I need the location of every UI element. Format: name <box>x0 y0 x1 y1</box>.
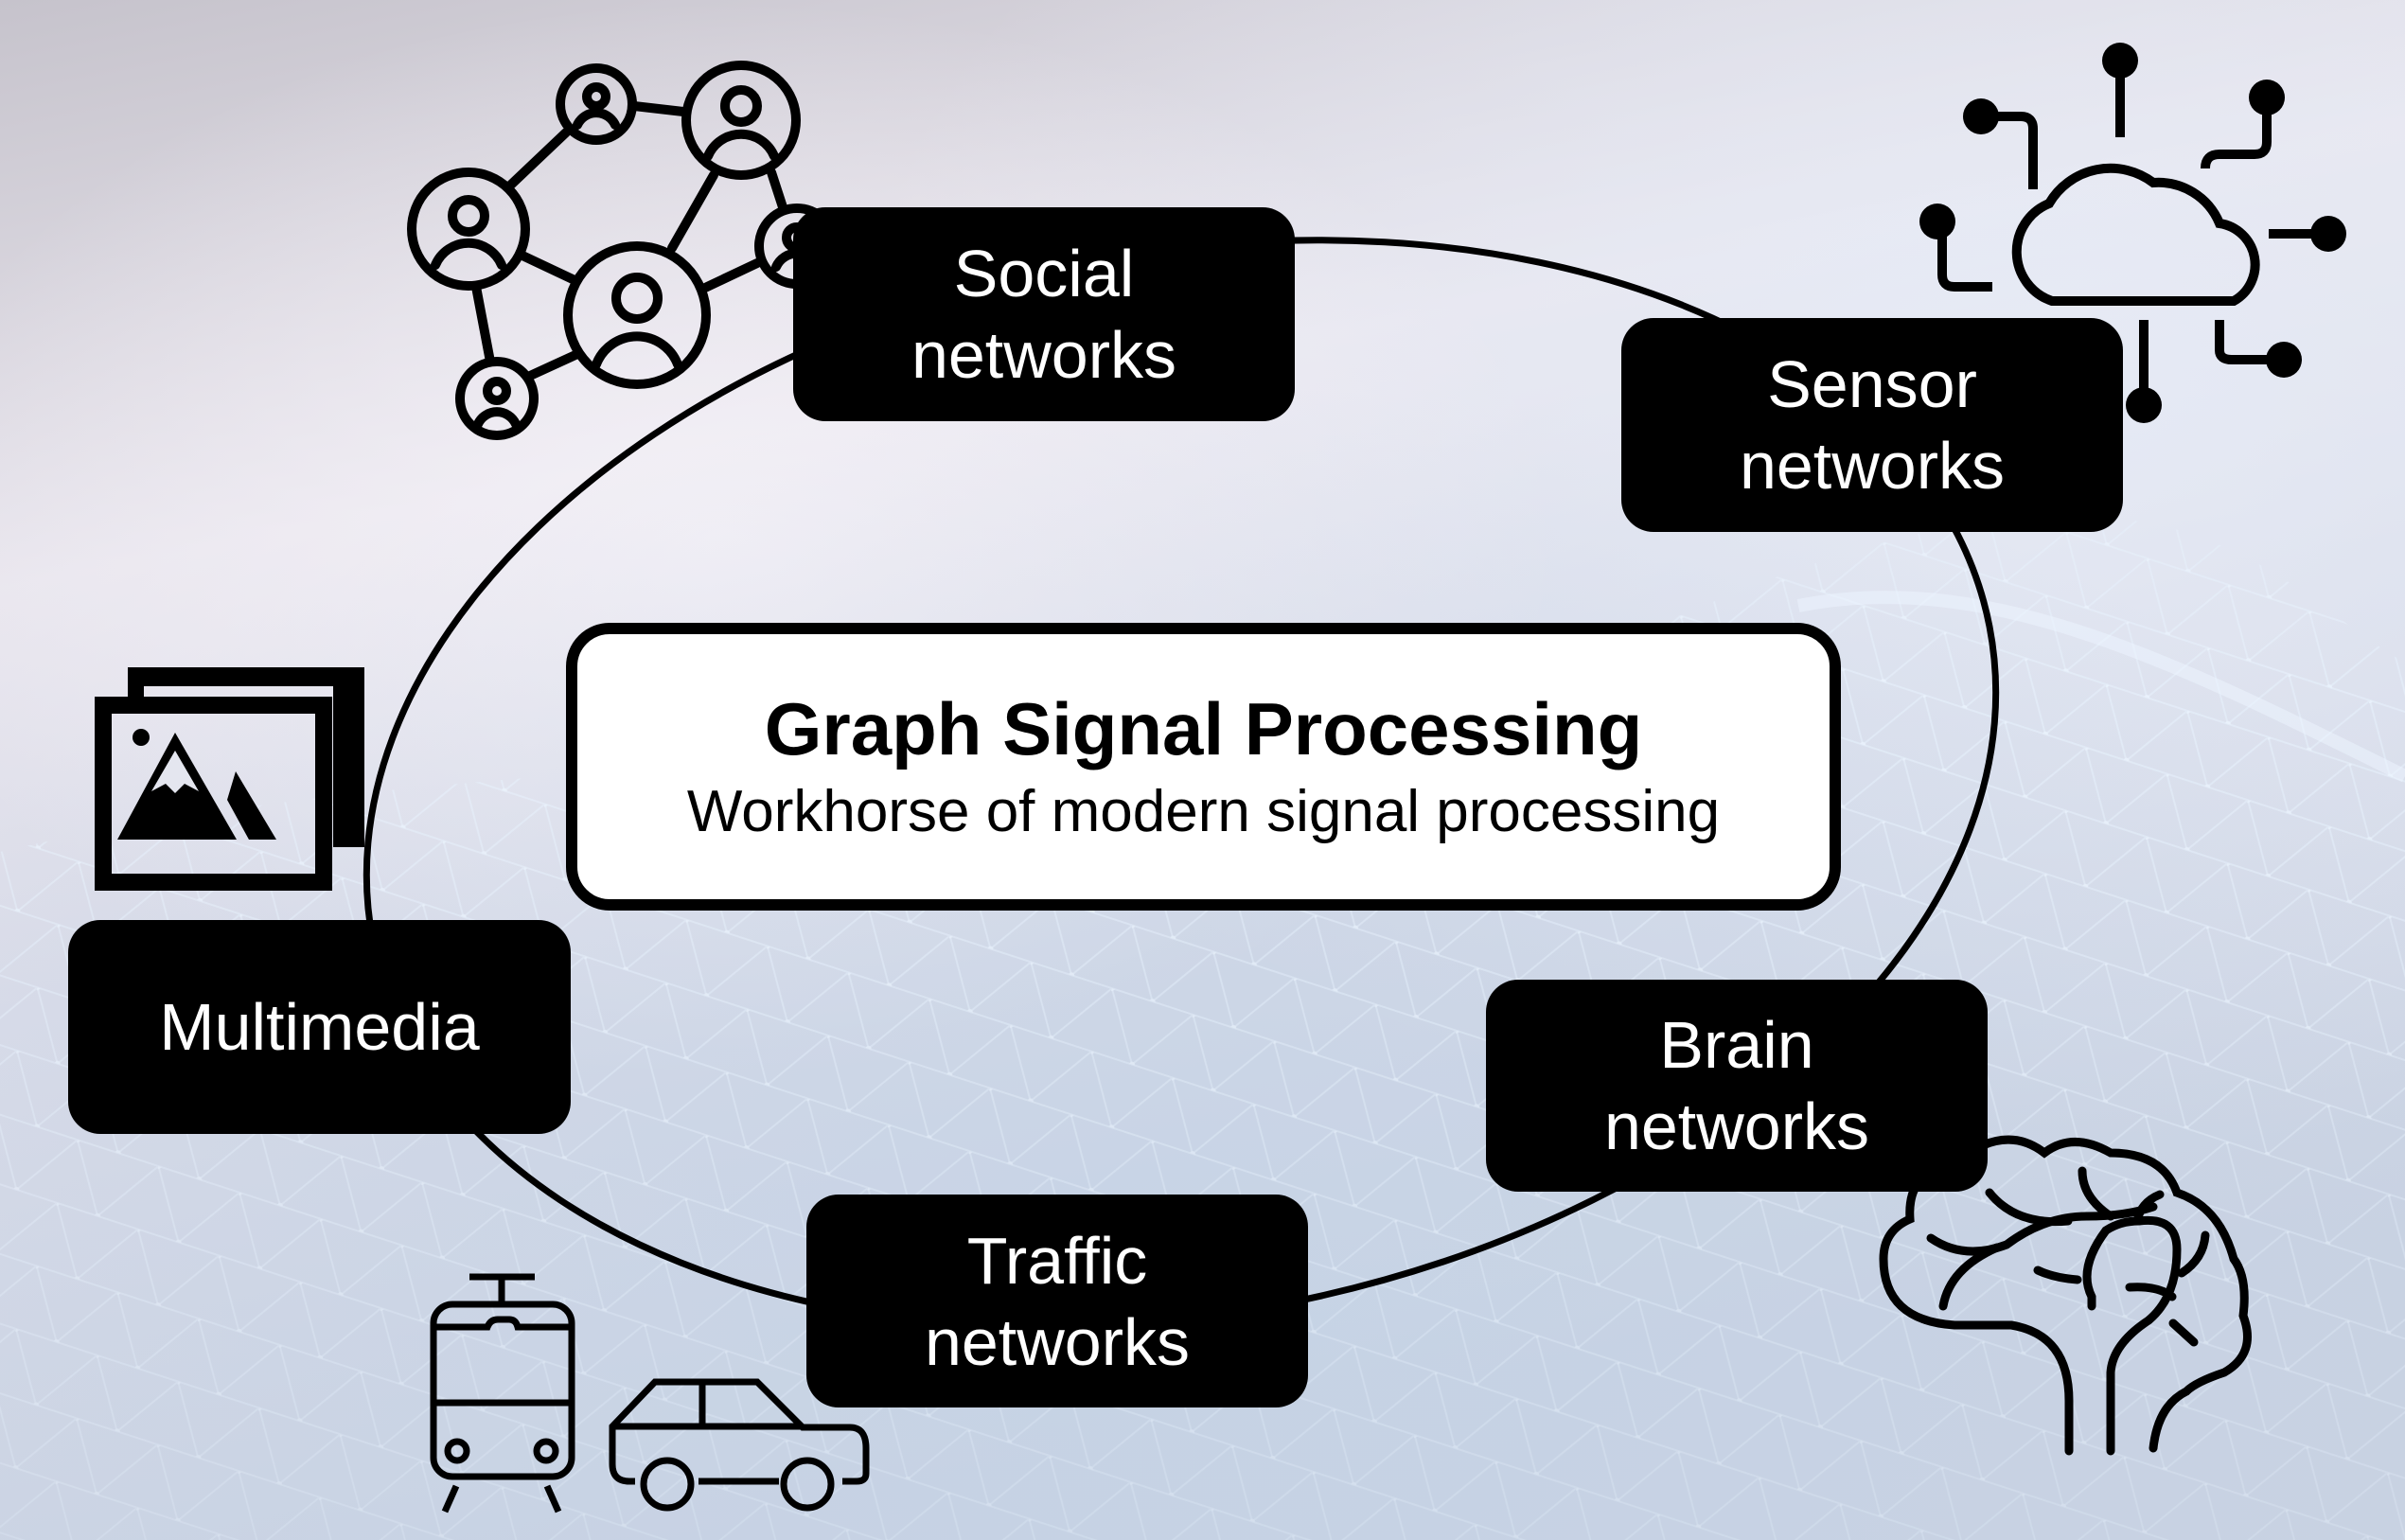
node-label-line1: Sensor <box>1767 347 1977 421</box>
node-label: Multimedia <box>159 990 480 1064</box>
car-icon <box>609 1378 870 1512</box>
node-label-line2: networks <box>911 318 1177 392</box>
node-label-line2: networks <box>1603 1089 1870 1163</box>
node-label-line1: Social <box>953 237 1135 310</box>
node-social-networks[interactable]: Social networks <box>793 207 1295 421</box>
tram-icon <box>430 1273 575 1513</box>
node-traffic-networks[interactable]: Traffic networks <box>806 1195 1308 1407</box>
node-sensor-networks[interactable]: Sensor networks <box>1621 318 2123 532</box>
node-label-line1: Brain <box>1659 1008 1814 1082</box>
brain-icon <box>1879 1135 2252 1456</box>
node-brain-networks[interactable]: Brain networks <box>1486 980 1988 1192</box>
social-network-icon <box>407 61 840 440</box>
node-label-line2: networks <box>924 1304 1191 1379</box>
node-label-line1: Traffic <box>966 1223 1148 1298</box>
center-title-box: Graph Signal Processing Workhorse of mod… <box>566 623 1841 911</box>
center-subtitle: Workhorse of modern signal processing <box>686 779 1721 844</box>
node-label-line2: networks <box>1739 429 2006 503</box>
center-title: Graph Signal Processing <box>764 687 1643 770</box>
cloud-sensor-icon <box>1919 43 2346 423</box>
node-multimedia[interactable]: Multimedia <box>68 920 571 1134</box>
image-gallery-icon <box>95 667 364 891</box>
